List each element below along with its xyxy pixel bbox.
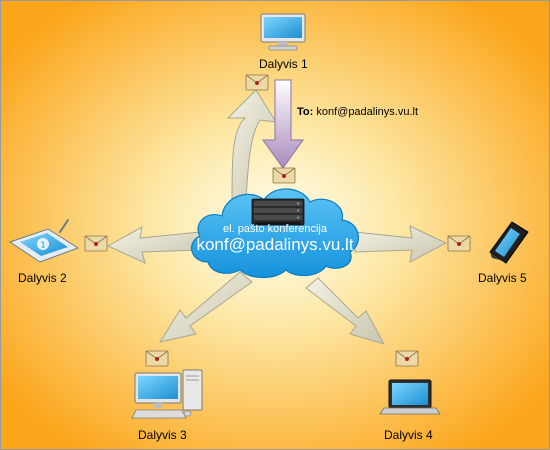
mobile-phone-icon	[489, 221, 529, 264]
hub-address: konf@padalinys.vu.lt	[196, 235, 354, 254]
arrow-to-dalyvis-3	[158, 271, 253, 343]
to-address: konf@padalinys.vu.lt	[316, 106, 419, 118]
participant-label-2: Dalyvis 2	[18, 271, 67, 285]
participant-label-4: Dalyvis 4	[384, 428, 433, 442]
arrow-to-dalyvis-5	[354, 225, 448, 263]
arrow-to-dalyvis-2	[106, 226, 201, 264]
participant-label-5: Dalyvis 5	[478, 271, 527, 285]
laptop-icon	[379, 379, 441, 415]
hub-subtitle: el. pašto konferencija	[223, 223, 327, 235]
arrow-to-dalyvis-4	[305, 277, 386, 345]
svg-text:1: 1	[40, 241, 45, 250]
tablet-icon: 1	[8, 219, 80, 263]
email-conference-cloud	[191, 188, 359, 279]
to-label: To:	[297, 106, 314, 118]
envelope-icon	[245, 74, 269, 91]
incoming-recipient: To: konf@padalinys.vu.lt	[297, 106, 418, 118]
arrow-to-dalyvis-1	[226, 89, 277, 201]
participant-label-1: Dalyvis 1	[259, 57, 308, 71]
envelope-icon	[447, 235, 471, 252]
server-rack-icon	[251, 198, 305, 226]
participant-label-3: Dalyvis 3	[138, 428, 187, 442]
envelope-icon	[84, 235, 108, 252]
envelope-icon	[145, 350, 169, 367]
incoming-arrow-from-dalyvis-1	[262, 79, 304, 169]
envelope-icon	[395, 350, 419, 367]
envelope-icon	[272, 167, 296, 184]
desktop-pc-icon	[131, 369, 203, 419]
monitor-icon	[260, 13, 306, 51]
